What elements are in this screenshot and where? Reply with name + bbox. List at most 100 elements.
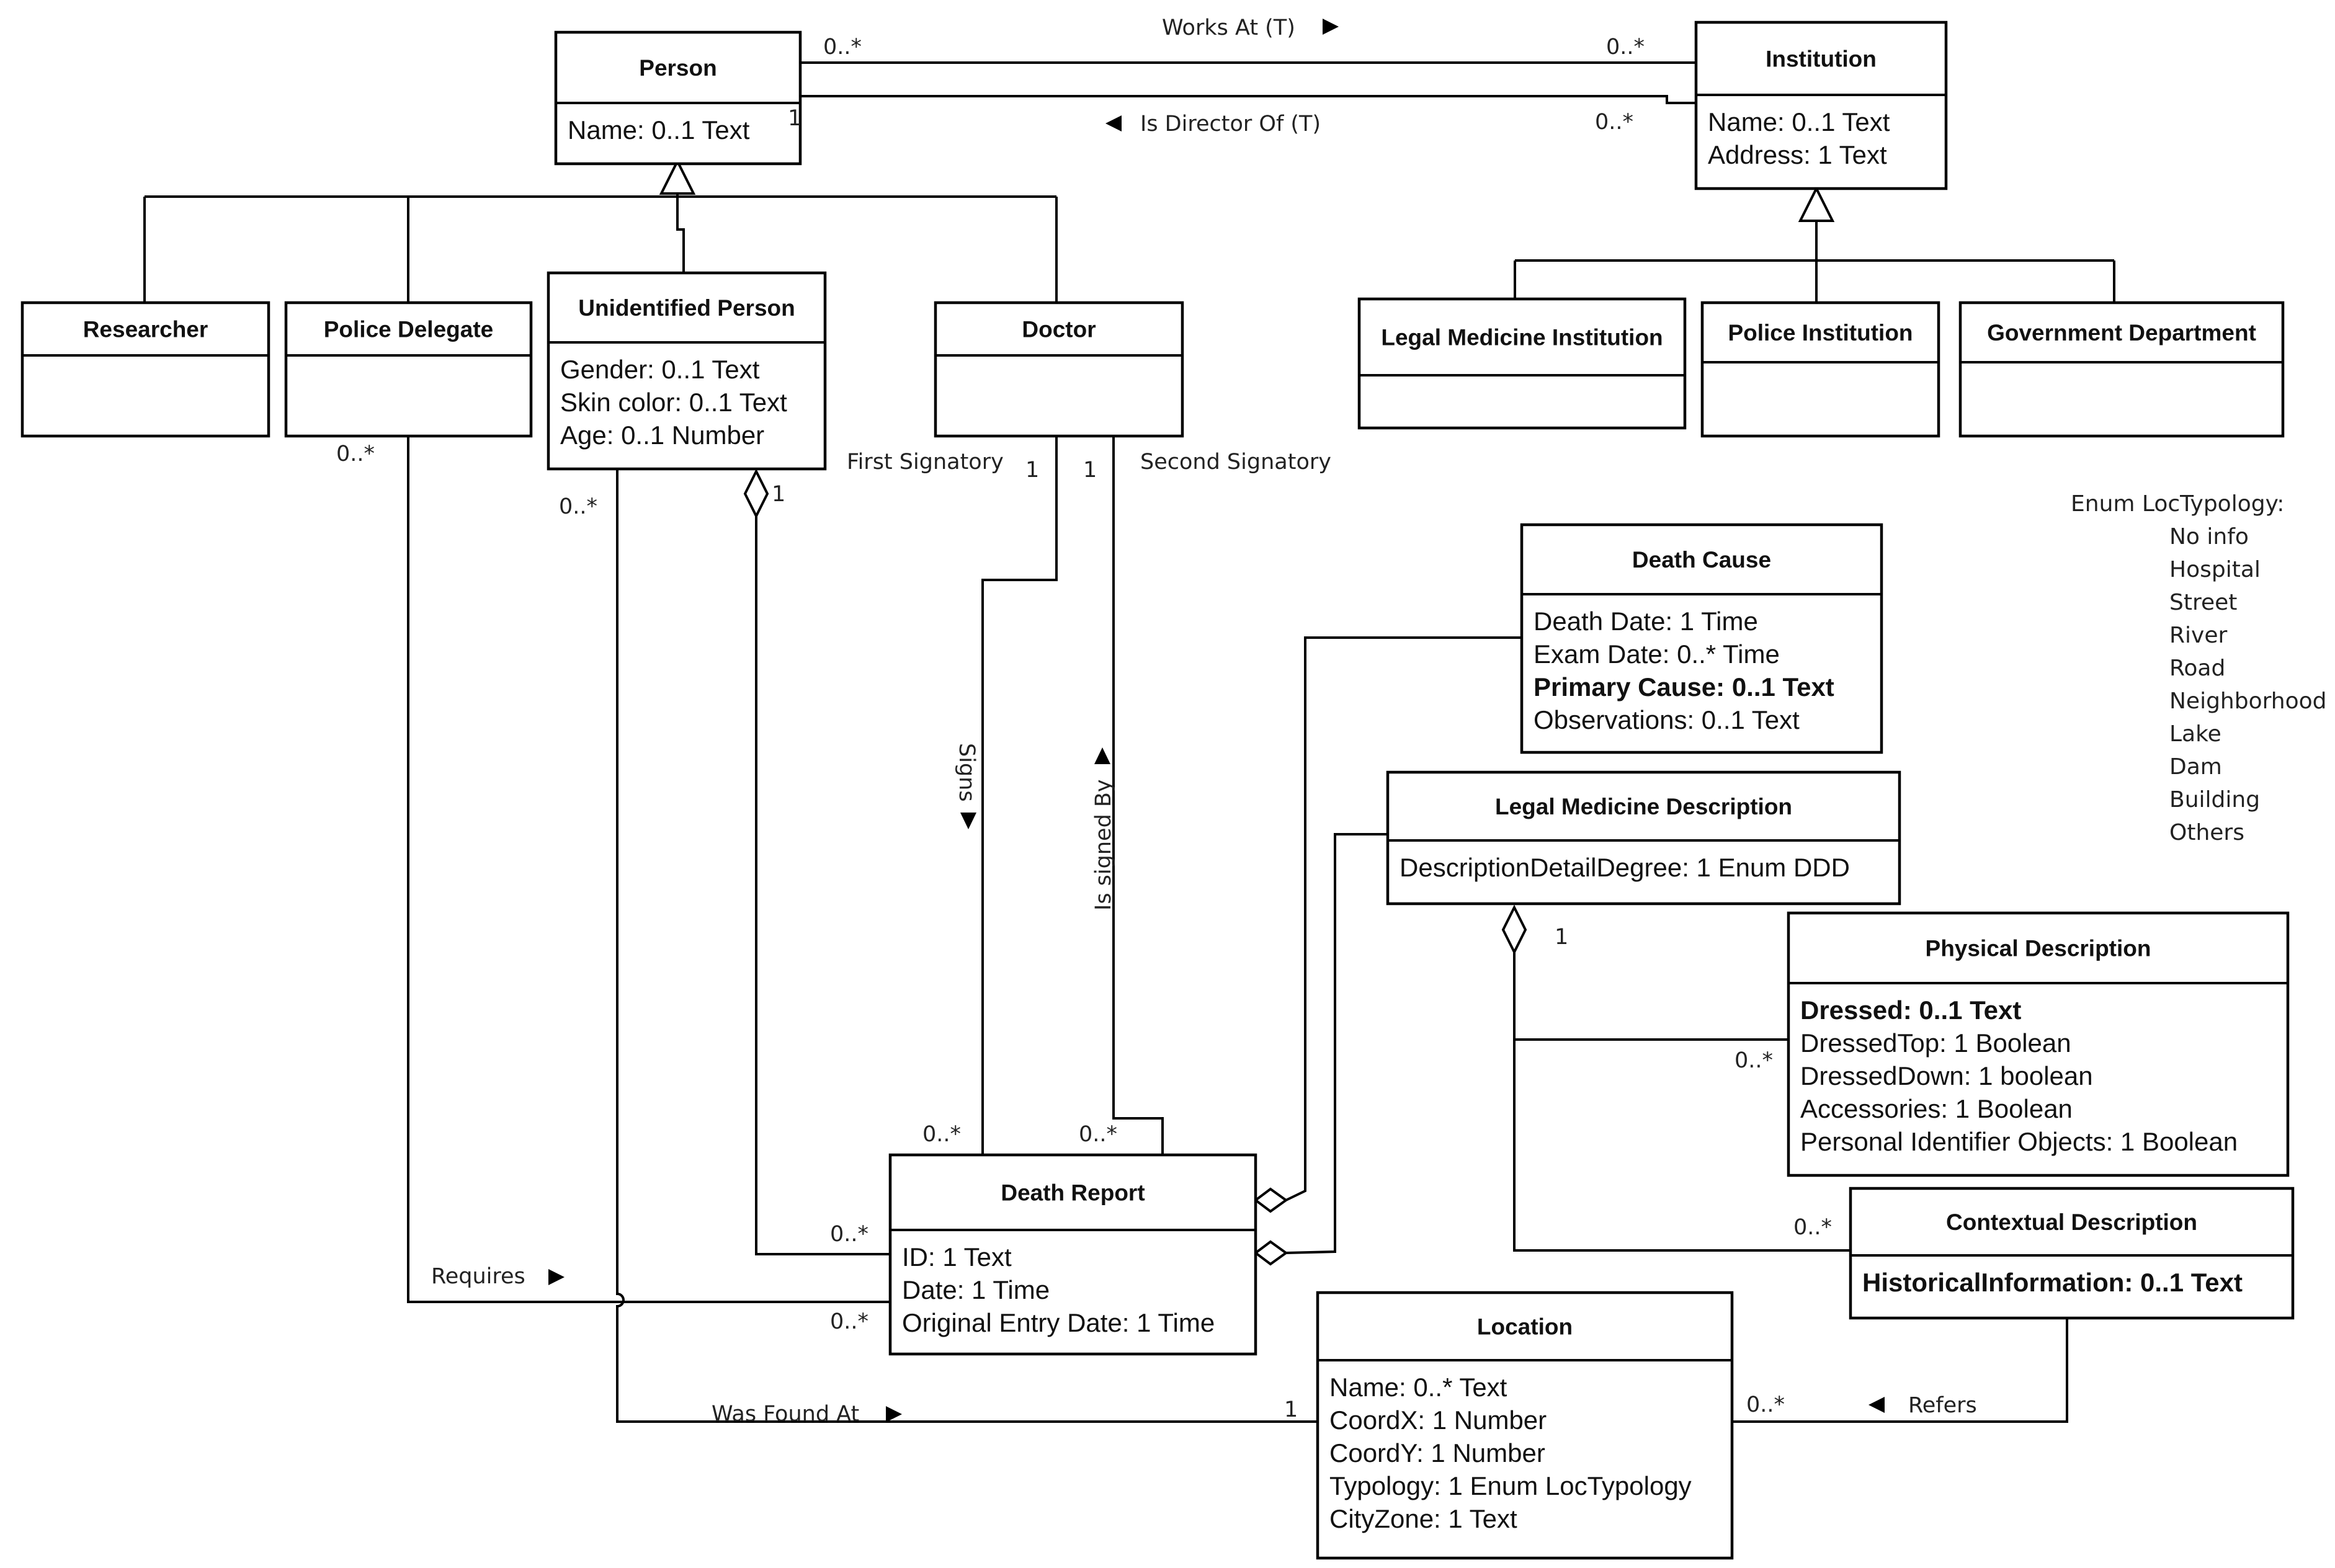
mult-works-at-institution: 0..* [1606, 35, 1645, 60]
contextual-description-class-name: Contextual Description [1946, 1209, 2197, 1235]
class-attribute: CityZone: 1 Text [1329, 1504, 1517, 1533]
government-department-class: Government Department [1958, 301, 2285, 438]
mult-contextual-desc: 0..* [1793, 1215, 1832, 1240]
class-attribute: Exam Date: 0..* Time [1534, 639, 1780, 669]
institution-class-box [1694, 20, 1948, 190]
legal-medicine-description-class-name: Legal Medicine Description [1495, 794, 1792, 819]
mult-report-requires: 0..* [830, 1309, 868, 1334]
legal-medicine-institution-class-name: Legal Medicine Institution [1381, 325, 1663, 350]
class-attribute: Address: 1 Text [1708, 140, 1887, 169]
class-attribute: Skin color: 0..1 Text [560, 388, 787, 417]
requires-direction-icon [548, 1269, 565, 1285]
class-attribute: Observations: 0..1 Text [1534, 705, 1800, 734]
first-signatory-role: First Signatory [847, 450, 1004, 474]
enum-value: Street [2169, 590, 2237, 615]
enum-value: River [2169, 623, 2227, 648]
contextual-description-class-box [1849, 1187, 2295, 1320]
class-attribute: DressedTop: 1 Boolean [1800, 1028, 2071, 1058]
mult-lmd-agg: 1 [1555, 925, 1568, 950]
is-signed-by-direction-icon [1094, 747, 1110, 764]
legal-medicine-institution-class-box [1357, 297, 1687, 430]
enum-title: Enum LocTypology: [2071, 491, 2284, 517]
mult-unidentified-person-agg: 1 [772, 482, 785, 507]
government-department-class-box [1958, 301, 2285, 438]
class-attribute: Primary Cause: 0..1 Text [1534, 672, 1834, 702]
class-attribute: Personal Identifier Objects: 1 Boolean [1800, 1127, 2238, 1156]
location-class-box [1316, 1291, 1734, 1560]
class-attribute: CoordX: 1 Number [1329, 1405, 1547, 1435]
class-attribute: Typology: 1 Enum LocTypology [1329, 1471, 1692, 1500]
police-delegate-class: Police Delegate [284, 301, 533, 438]
enum-value: Lake [2169, 721, 2221, 747]
doctor-class-box [934, 301, 1184, 438]
requires-label: Requires [431, 1264, 525, 1289]
class-attribute: Death Date: 1 Time [1534, 607, 1758, 636]
mult-director-institution: 0..* [1595, 110, 1633, 135]
lmd-children-line [1513, 952, 1851, 1252]
is-signed-by-label: Is signed By [1091, 779, 1116, 911]
works-at-direction-icon [1323, 19, 1339, 35]
person-generalization-triangle [659, 158, 696, 195]
mult-location-refers: 0..* [1746, 1392, 1785, 1417]
death-cause-report-line [1285, 636, 1522, 1201]
police-delegate-class-name: Police Delegate [324, 317, 494, 342]
mult-doctor-first: 1 [1025, 458, 1039, 483]
mult-doctor-second: 1 [1083, 458, 1097, 483]
unidentified-person-aggregation-diamond [743, 468, 769, 519]
person-generalization-stem [676, 194, 685, 273]
doctor-class-name: Doctor [1022, 317, 1096, 342]
class-attribute: CoordY: 1 Number [1329, 1438, 1545, 1468]
lmd-aggregation-diamond [1501, 904, 1527, 955]
multiplicities: 0..* 0..* 1 0..* 0..* 0..* 1 1 1 0..* 0.… [336, 35, 1832, 1422]
is-director-of-line [800, 95, 1696, 104]
researcher-class-name: Researcher [83, 317, 208, 342]
location-class-name: Location [1477, 1314, 1573, 1340]
legal-medicine-description-class: Legal Medicine DescriptionDescriptionDet… [1386, 770, 1901, 906]
is-signed-by-line [1112, 436, 1164, 1155]
class-attribute: Original Entry Date: 1 Time [902, 1308, 1215, 1337]
physical-description-class-name: Physical Description [1926, 936, 2151, 961]
mult-location-found: 1 [1284, 1397, 1298, 1422]
unidentified-person-class-box [547, 271, 827, 471]
was-found-at-label: Was Found At [712, 1402, 859, 1427]
unidentified-person-class-name: Unidentified Person [578, 295, 795, 321]
legal-medicine-description-aggregation-diamond [1253, 1240, 1288, 1266]
researcher-class-box [20, 301, 270, 438]
mult-director-person: 1 [788, 106, 801, 131]
is-director-of-direction-icon [1105, 115, 1122, 131]
unidentified-person-report-line [755, 516, 890, 1255]
second-signatory-role: Second Signatory [1140, 450, 1331, 474]
enum-loc-typology-note: Enum LocTypology: No infoHospitalStreetR… [2071, 491, 2327, 845]
refers-label: Refers [1908, 1393, 1977, 1418]
is-director-of-label: Is Director Of (T) [1140, 112, 1321, 136]
enum-value: Neighborhood [2169, 688, 2327, 714]
is-signed-by-label-group: Is signed By [1091, 779, 1116, 911]
police-institution-class: Police Institution [1700, 301, 1940, 438]
mult-report-unidentified: 0..* [830, 1222, 868, 1247]
class-attribute: Name: 0..1 Text [568, 115, 750, 145]
enum-value: Others [2169, 820, 2244, 845]
class-attribute: Dressed: 0..1 Text [1800, 996, 2021, 1025]
mult-police-delegate: 0..* [336, 442, 375, 466]
signs-label: Signs [954, 743, 979, 802]
contextual-description-class: Contextual DescriptionHistoricalInformat… [1849, 1187, 2295, 1320]
class-attribute: Gender: 0..1 Text [560, 355, 760, 384]
class-attribute: DescriptionDetailDegree: 1 Enum DDD [1400, 853, 1850, 882]
class-attribute: Accessories: 1 Boolean [1800, 1094, 2073, 1123]
class-attribute: Name: 0..1 Text [1708, 107, 1890, 136]
enum-value: No info [2169, 524, 2249, 550]
enum-value: Dam [2169, 754, 2222, 780]
death-cause-aggregation-diamond [1253, 1187, 1288, 1213]
institution-generalization-triangle [1798, 185, 1835, 222]
police-delegate-class-box [284, 301, 533, 438]
mult-works-at-person: 0..* [823, 35, 862, 60]
was-found-at-direction-icon [886, 1406, 902, 1422]
researcher-class: Researcher [20, 301, 270, 438]
physical-description-class-box [1787, 911, 2290, 1177]
death-cause-class-name: Death Cause [1632, 547, 1771, 572]
